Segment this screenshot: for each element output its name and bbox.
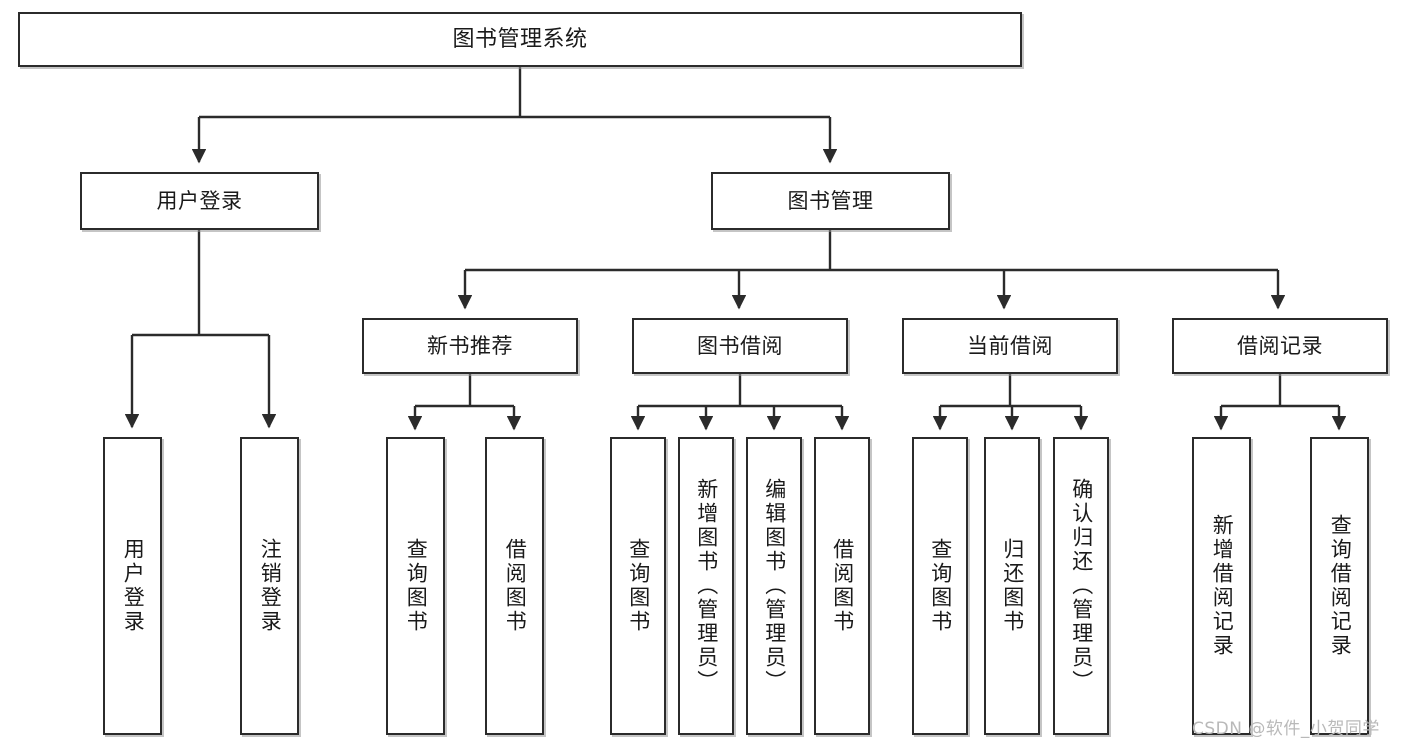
node-user-login[interactable]: 用户登录 <box>80 172 319 230</box>
node-leaf-borrow-query-book-label: 查询图书 <box>626 538 651 634</box>
node-leaf-rec-query-record-label: 查询借阅记录 <box>1328 514 1353 658</box>
node-leaf-cur-return-book-label: 归还图书 <box>1000 538 1025 634</box>
node-leaf-borrow-borrow-book-label: 借阅图书 <box>830 538 855 634</box>
node-leaf-rec-add-record[interactable]: 新增借阅记录 <box>1192 437 1251 735</box>
node-root[interactable]: 图书管理系统 <box>18 12 1022 67</box>
node-leaf-rec-add-record-label: 新增借阅记录 <box>1210 514 1235 658</box>
node-leaf-rec-query-book[interactable]: 查询图书 <box>386 437 445 735</box>
node-leaf-cur-query-book-label: 查询图书 <box>928 538 953 634</box>
node-book-borrow[interactable]: 图书借阅 <box>632 318 848 374</box>
node-new-book-rec-label: 新书推荐 <box>427 333 513 358</box>
node-leaf-user-login[interactable]: 用户登录 <box>103 437 162 735</box>
node-borrow-record-label: 借阅记录 <box>1237 333 1323 358</box>
node-leaf-cur-confirm-return-label: 确认归还（管理员） <box>1069 478 1094 694</box>
node-leaf-rec-borrow-book[interactable]: 借阅图书 <box>485 437 544 735</box>
node-leaf-borrow-add-book-label: 新增图书（管理员） <box>694 478 719 694</box>
node-leaf-cur-return-book[interactable]: 归还图书 <box>984 437 1040 735</box>
node-root-label: 图书管理系统 <box>452 26 588 52</box>
node-leaf-borrow-query-book[interactable]: 查询图书 <box>610 437 666 735</box>
node-book-manage[interactable]: 图书管理 <box>711 172 950 230</box>
node-book-borrow-label: 图书借阅 <box>697 333 783 358</box>
node-book-manage-label: 图书管理 <box>787 188 874 213</box>
node-leaf-rec-query-record[interactable]: 查询借阅记录 <box>1310 437 1369 735</box>
node-current-borrow-label: 当前借阅 <box>967 333 1053 358</box>
node-current-borrow[interactable]: 当前借阅 <box>902 318 1118 374</box>
node-leaf-cur-query-book[interactable]: 查询图书 <box>912 437 968 735</box>
node-leaf-user-logout-label: 注销登录 <box>258 538 283 634</box>
node-leaf-user-login-label: 用户登录 <box>121 538 146 634</box>
node-leaf-user-logout[interactable]: 注销登录 <box>240 437 299 735</box>
node-leaf-cur-confirm-return[interactable]: 确认归还（管理员） <box>1053 437 1109 735</box>
node-new-book-rec[interactable]: 新书推荐 <box>362 318 578 374</box>
node-leaf-borrow-borrow-book[interactable]: 借阅图书 <box>814 437 870 735</box>
node-leaf-borrow-add-book[interactable]: 新增图书（管理员） <box>678 437 734 735</box>
node-leaf-rec-borrow-book-label: 借阅图书 <box>503 538 528 634</box>
node-user-login-label: 用户登录 <box>156 188 243 213</box>
node-borrow-record[interactable]: 借阅记录 <box>1172 318 1388 374</box>
node-leaf-borrow-edit-book-label: 编辑图书（管理员） <box>762 478 787 694</box>
node-leaf-borrow-edit-book[interactable]: 编辑图书（管理员） <box>746 437 802 735</box>
csdn-watermark: CSDN @软件_小贺同学 <box>1192 719 1380 739</box>
node-leaf-rec-query-book-label: 查询图书 <box>404 538 429 634</box>
